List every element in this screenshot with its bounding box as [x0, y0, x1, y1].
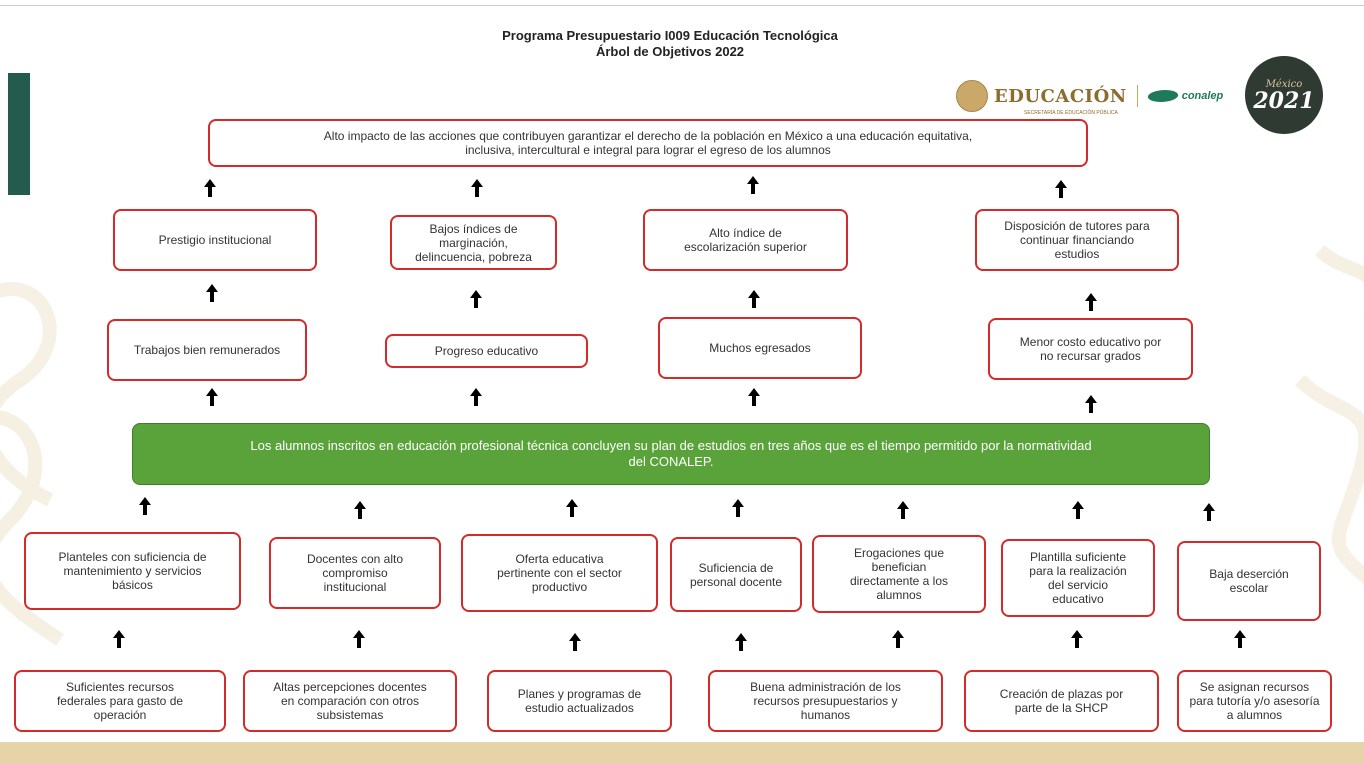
up-arrow-icon — [1203, 503, 1215, 521]
mean-level2-text: Suficientes recursos federales para gast… — [56, 680, 184, 722]
mean-level2-box: Creación de plazas por parte de la SHCP — [964, 670, 1159, 732]
up-arrow-icon — [735, 633, 747, 651]
mean-level1-box: Planteles con suficiencia de mantenimien… — [24, 532, 241, 610]
up-arrow-icon — [1055, 180, 1067, 198]
up-arrow-icon — [139, 497, 151, 515]
end-level1-box: Progreso educativo — [385, 334, 588, 368]
up-arrow-icon — [113, 630, 125, 648]
mean-level1-text: Plantilla suficiente para la realización… — [1029, 550, 1127, 606]
up-arrow-icon — [732, 499, 744, 517]
national-seal-icon — [956, 80, 988, 112]
end-level2-text: Disposición de tutores para continuar fi… — [1004, 219, 1150, 261]
end-level2-text: Alto índice de escolarización superior — [684, 226, 807, 254]
up-arrow-icon — [354, 501, 366, 519]
mean-level2-text: Altas percepciones docentes en comparaci… — [273, 680, 427, 722]
up-arrow-icon — [1071, 630, 1083, 648]
mean-level1-box: Oferta educativa pertinente con el secto… — [461, 534, 658, 612]
end-level1-text: Muchos egresados — [709, 341, 811, 355]
up-arrow-icon — [1085, 293, 1097, 311]
up-arrow-icon — [470, 388, 482, 406]
up-arrow-icon — [204, 179, 216, 197]
up-arrow-icon — [353, 630, 365, 648]
mean-level2-text: Creación de plazas por parte de la SHCP — [999, 687, 1124, 715]
mean-level2-text: Planes y programas de estudio actualizad… — [517, 687, 642, 715]
educacion-subtitle: SECRETARÍA DE EDUCACIÓN PÚBLICA — [1024, 109, 1118, 116]
end-level2-box: Prestigio institucional — [113, 209, 317, 271]
mean-level1-box: Suficiencia de personal docente — [670, 537, 802, 612]
medallion-year: 2021 — [1253, 87, 1315, 114]
up-arrow-icon — [566, 499, 578, 517]
educacion-wordmark: EDUCACIÓN — [994, 85, 1127, 107]
up-arrow-icon — [897, 501, 909, 519]
end-level1-box: Trabajos bien remunerados — [107, 319, 307, 381]
end-level2-text: Prestigio institucional — [158, 233, 272, 247]
up-arrow-icon — [1085, 395, 1097, 413]
mean-level2-text: Buena administración de los recursos pre… — [750, 680, 901, 722]
top-rule — [0, 5, 1364, 6]
end-level1-box: Muchos egresados — [658, 317, 862, 379]
up-arrow-icon — [1234, 630, 1246, 648]
up-arrow-icon — [1072, 501, 1084, 519]
mean-level1-box: Docentes con alto compromiso institucion… — [269, 537, 441, 609]
mexico-2021-medallion: México 2021 — [1245, 56, 1323, 134]
conalep-wordmark: conalep — [1181, 90, 1224, 102]
up-arrow-icon — [569, 633, 581, 651]
mean-level2-box: Se asignan recursos para tutoría y/o ase… — [1177, 670, 1332, 732]
conalep-logo: conalep — [1145, 90, 1224, 102]
mean-level2-box: Altas percepciones docentes en comparaci… — [243, 670, 457, 732]
up-arrow-icon — [206, 284, 218, 302]
up-arrow-icon — [748, 388, 760, 406]
central-objective-box: Los alumnos inscritos en educación profe… — [132, 423, 1210, 485]
end-level2-box: Disposición de tutores para continuar fi… — [975, 209, 1179, 271]
mean-level2-box: Planes y programas de estudio actualizad… — [487, 670, 672, 732]
mean-level1-text: Baja deserción escolar — [1209, 567, 1289, 595]
end-level2-box: Bajos índices de marginación, delincuenc… — [390, 215, 557, 270]
end-level1-text: Trabajos bien remunerados — [133, 343, 281, 357]
top-objective-box: Alto impacto de las acciones que contrib… — [208, 119, 1088, 167]
central-objective-text: Los alumnos inscritos en educación profe… — [250, 438, 1092, 469]
end-level1-text: Menor costo educativo por no recursar gr… — [1019, 335, 1162, 363]
up-arrow-icon — [206, 388, 218, 406]
mean-level1-text: Erogaciones que benefician directamente … — [849, 546, 949, 602]
title-line-2: Árbol de Objetivos 2022 — [595, 44, 745, 59]
mean-level1-text: Planteles con suficiencia de mantenimien… — [58, 550, 207, 592]
end-level2-box: Alto índice de escolarización superior — [643, 209, 848, 271]
medallion-mexico: México — [1265, 78, 1303, 90]
mean-level1-box: Plantilla suficiente para la realización… — [1001, 539, 1155, 617]
end-level1-text: Progreso educativo — [434, 344, 539, 358]
page-title: Programa Presupuestario I009 Educación T… — [400, 28, 940, 60]
up-arrow-icon — [747, 176, 759, 194]
logo-divider — [1136, 85, 1138, 107]
sep-educacion-logo: EDUCACIÓN SECRETARÍA DE EDUCACIÓN PÚBLIC… — [956, 80, 1224, 116]
mean-level1-box: Baja deserción escolar — [1177, 541, 1321, 621]
mean-level1-box: Erogaciones que benefician directamente … — [812, 535, 986, 613]
top-objective-text: Alto impacto de las acciones que contrib… — [323, 129, 973, 157]
mean-level2-box: Buena administración de los recursos pre… — [708, 670, 943, 732]
up-arrow-icon — [471, 179, 483, 197]
mean-level1-text: Oferta educativa pertinente con el secto… — [497, 552, 622, 594]
mean-level1-text: Docentes con alto compromiso institucion… — [306, 552, 404, 594]
conalep-mark-icon — [1145, 90, 1180, 102]
mean-level1-text: Suficiencia de personal docente — [689, 560, 783, 589]
mean-level2-text: Se asignan recursos para tutoría y/o ase… — [1189, 680, 1320, 722]
up-arrow-icon — [892, 630, 904, 648]
title-line-1: Programa Presupuestario I009 Educación T… — [502, 28, 838, 43]
bottom-band — [0, 742, 1364, 763]
up-arrow-icon — [470, 290, 482, 308]
end-level2-text: Bajos índices de marginación, delincuenc… — [415, 221, 532, 264]
mean-level2-box: Suficientes recursos federales para gast… — [14, 670, 226, 732]
side-accent-bar — [8, 73, 30, 195]
up-arrow-icon — [748, 290, 760, 308]
end-level1-box: Menor costo educativo por no recursar gr… — [988, 318, 1193, 380]
